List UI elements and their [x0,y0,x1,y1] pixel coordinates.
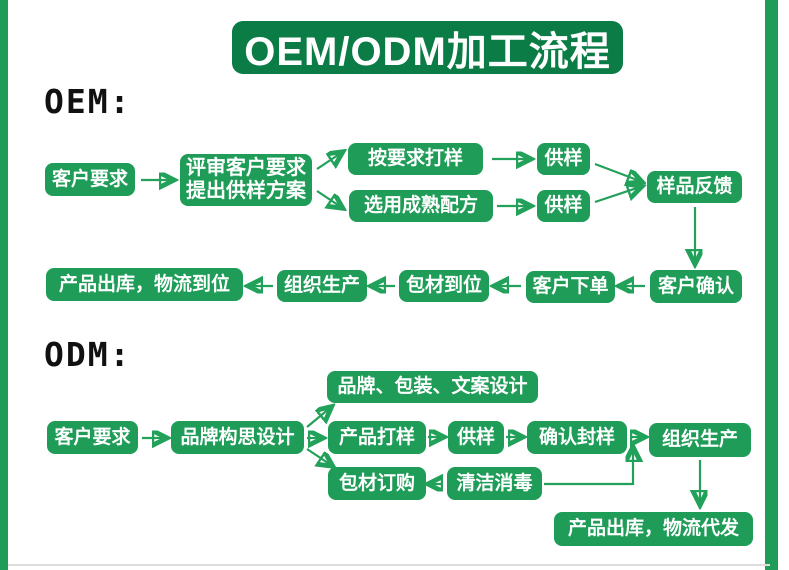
odm-section-label: ODM: [44,335,132,374]
odm-node-customer-request: 客户要求 [47,421,138,454]
arrow-odm-cleaning-up-to-seal-flow [544,449,633,486]
odm-node-cleaning-disinfection: 清洁消毒 [447,467,542,500]
oem-node-packaging-in-place: 包材到位 [399,270,489,302]
oem-node-mature-formula: 选用成熟配方 [349,190,493,222]
arrow-odm-brand-design-to-packaging-purchase [306,448,331,465]
bottom-divider [8,564,770,566]
arrow-oem-review-to-mature-formula [316,190,341,207]
page-title: OEM/ODM加工流程 [232,21,623,74]
arrow-oem-supply-top-to-feedback [594,162,640,181]
oem-node-review-line2: 提出供样方案 [186,180,306,202]
oem-node-review-line1: 评审客户要求 [186,157,306,179]
oem-node-outbound-logistics: 产品出库，物流到位 [46,268,243,301]
arrow-oem-review-to-sample-per-request [316,153,341,169]
odm-node-product-sampling: 产品打样 [328,421,426,454]
oem-section-label: OEM: [44,82,132,121]
odm-node-packaging-purchase: 包材订购 [328,467,426,500]
odm-node-confirm-sealed-sample: 确认封样 [527,421,627,454]
right-green-border [765,0,778,570]
odm-node-outbound-dropshipping: 产品出库，物流代发 [554,512,753,546]
oem-node-customer-confirm: 客户确认 [650,270,742,303]
oem-node-sample-feedback: 样品反馈 [647,171,742,203]
oem-node-customer-request: 客户要求 [45,163,135,196]
odm-node-brand-concept-design: 品牌构思设计 [171,421,304,454]
oem-node-supply-sample-top: 供样 [537,143,590,175]
oem-node-sample-per-request: 按要求打样 [348,143,483,175]
oem-node-organize-production: 组织生产 [277,270,367,302]
arrow-oem-supply-bottom-to-feedback [594,187,640,204]
odm-node-brand-packaging-copywriting: 品牌、包装、文案设计 [327,371,538,403]
odm-node-organize-production: 组织生产 [649,423,751,457]
oem-node-customer-order: 客户下单 [526,271,615,303]
arrow-odm-brand-design-to-copywriting [306,408,330,428]
oem-node-review-proposal: 评审客户要求 提出供样方案 [180,154,312,206]
left-green-border [0,0,8,570]
odm-node-supply-sample: 供样 [448,421,504,454]
oem-node-supply-sample-bottom: 供样 [537,190,590,222]
